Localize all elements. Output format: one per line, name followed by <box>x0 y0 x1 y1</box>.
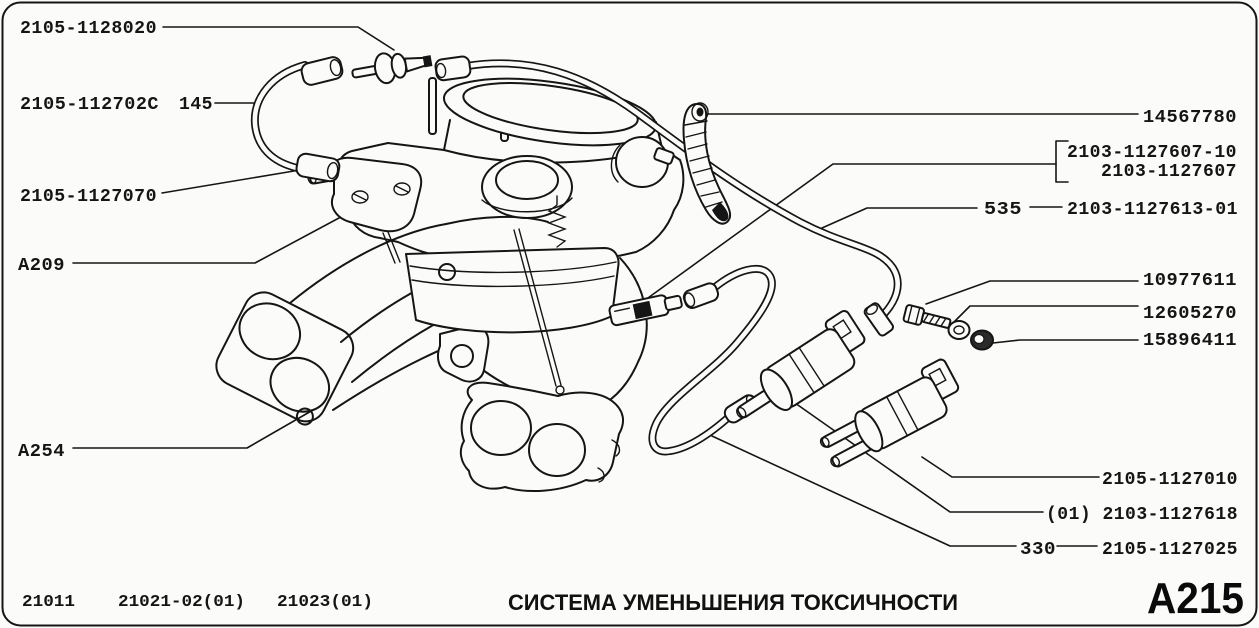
label-10977611: 10977611 <box>1143 271 1237 291</box>
valve-canister-right <box>819 358 960 468</box>
manifold-flange <box>215 291 355 426</box>
carb-stud-left <box>428 77 437 135</box>
long-hose-cap-left <box>434 55 472 82</box>
leader-2103-1127618 <box>794 402 1044 513</box>
throttle-spring <box>547 195 567 248</box>
nut <box>970 329 994 351</box>
leader-535 <box>821 207 978 229</box>
leader-10977611 <box>925 280 1139 305</box>
curved-hose <box>250 56 344 183</box>
label-330: 330 <box>1020 540 1056 560</box>
label-14567780: 14567780 <box>1143 108 1237 128</box>
hose-cap-top <box>300 56 344 86</box>
manifold-runner-top <box>289 223 447 304</box>
leader-12605270 <box>952 305 1139 324</box>
label-2105-1127025: 2105-1127025 <box>1102 540 1238 560</box>
label-2105-1127070: 2105-1127070 <box>20 187 157 207</box>
leader-2105-1127070 <box>161 170 295 194</box>
label-a209: A209 <box>18 256 65 276</box>
throttle-rod-end <box>555 385 565 395</box>
footer-model-21021: 21021-02(01) <box>118 593 245 612</box>
bolt <box>902 304 952 329</box>
leader-2105-1128020 <box>162 26 395 51</box>
label-2105-1127010: 2105-1127010 <box>1102 470 1238 490</box>
label-2103-1127618: (01) 2103-1127618 <box>1046 505 1238 525</box>
manifold-lug-hole <box>450 344 474 368</box>
long-hose-end-fitting <box>863 302 894 337</box>
carb-float-bowl <box>405 247 620 334</box>
ribbed-strap <box>682 102 732 225</box>
carb-body-right <box>635 147 685 253</box>
manifold-neck <box>445 215 549 225</box>
label-2103-1127613-01: 2103-1127613-01 <box>1067 200 1238 220</box>
label-2103-1127607-10: 2103-1127607-10 <box>1067 143 1237 163</box>
label-2105-112702C: 2105-112702C <box>20 95 159 115</box>
leader-2105-1127010 <box>921 456 1100 478</box>
hose-cap-bottom <box>295 152 341 183</box>
leader-a209 <box>72 195 381 264</box>
s-hose-cap-top <box>682 282 720 309</box>
leader-2103-1127607 <box>640 163 1057 304</box>
carb-diaphragm-dome <box>481 155 573 219</box>
label-535: 535 <box>984 200 1022 220</box>
sheet-code: A215 <box>1147 574 1244 623</box>
label-12605270: 12605270 <box>1143 304 1237 324</box>
valve-canister-left <box>736 309 866 419</box>
intake-manifold-drawing <box>215 215 648 493</box>
s-hose <box>648 264 776 456</box>
label-2105-1128020: 2105-1128020 <box>20 19 157 39</box>
long-hose <box>434 55 902 337</box>
secondary-diaphragm <box>610 136 675 188</box>
label-2103-1127607: 2103-1127607 <box>1101 162 1237 182</box>
footer-model-21011: 21011 <box>22 593 75 612</box>
footer: 21011 21021-02(01) 21023(01) СИСТЕМА УМЕ… <box>22 574 1244 623</box>
leader-15896411 <box>992 339 1139 344</box>
manifold-lug <box>437 325 490 383</box>
label-a254: A254 <box>18 442 65 462</box>
leader-a254 <box>72 409 314 449</box>
bracket-2103-1127607 <box>1055 140 1069 183</box>
label-15896411: 15896411 <box>1143 331 1237 351</box>
label-145: 145 <box>179 95 213 115</box>
throttle-rod <box>513 228 562 387</box>
callout-labels: 2105-1128020 2105-112702C 145 2105-11270… <box>18 19 1238 560</box>
footer-model-21023: 21023(01) <box>277 593 373 612</box>
washer <box>947 320 971 340</box>
check-valve-fitting <box>351 52 433 85</box>
leader-330 <box>711 435 1017 547</box>
sheet-title: СИСТЕМА УМЕНЬШЕНИЯ ТОКСИЧНОСТИ <box>508 590 958 615</box>
elbow-union <box>608 294 683 327</box>
manifold-gasket <box>459 381 625 493</box>
carburetor-drawing <box>307 77 685 395</box>
leader-lines <box>72 26 1139 547</box>
